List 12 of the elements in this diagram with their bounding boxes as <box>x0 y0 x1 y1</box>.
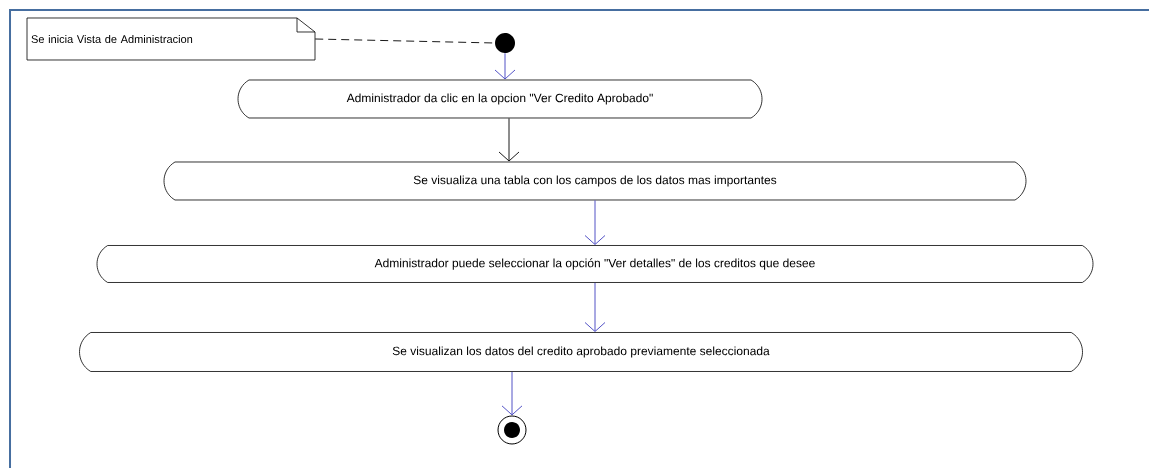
start-node <box>495 33 515 53</box>
arrow <box>584 199 606 245</box>
arrow <box>584 282 606 332</box>
end-node <box>497 415 527 445</box>
arrow <box>501 371 523 416</box>
action-box: Administrador puede seleccionar la opción "Ver detalles" de los creditos que desee <box>96 245 1094 283</box>
arrow <box>494 52 516 80</box>
action-box: Se visualizan los datos del credito aprobado previamente seleccionada <box>79 332 1083 372</box>
action-box: Se visualiza una tabla con los campos de los datos mas importantes <box>163 161 1027 201</box>
action-box: Administrador da clic en la opcion "Ver Credito Aprobado" <box>237 79 763 119</box>
arrow <box>498 117 520 162</box>
note: Se inicia Vista de Administracion <box>26 17 316 61</box>
